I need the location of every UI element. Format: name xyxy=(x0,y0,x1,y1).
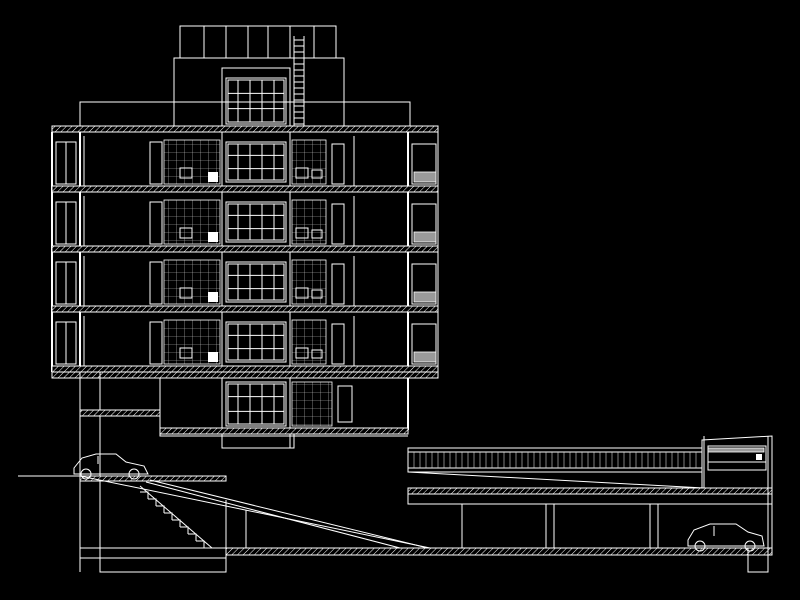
rooftop-penthouse xyxy=(173,25,345,129)
central-window xyxy=(225,261,287,303)
ground-floor-window xyxy=(225,381,287,427)
floor-level xyxy=(51,196,439,253)
central-window xyxy=(225,201,287,243)
roof-parapets xyxy=(51,101,439,133)
floor-level xyxy=(51,316,439,373)
car-lower xyxy=(687,523,765,552)
penthouse-window xyxy=(225,77,287,125)
central-window xyxy=(225,141,287,183)
building-envelope xyxy=(51,132,439,448)
basement-stairs xyxy=(139,485,213,549)
garage-ramp xyxy=(79,475,437,551)
canopy-slats xyxy=(413,452,697,468)
floor-level xyxy=(51,256,439,313)
floor-level xyxy=(51,136,439,193)
underground-garage xyxy=(225,436,773,573)
ground-floor xyxy=(51,371,439,449)
car-upper xyxy=(73,453,149,480)
central-window xyxy=(225,321,287,363)
ladder-rungs xyxy=(294,39,304,125)
ground-floor-window-grid xyxy=(225,381,287,427)
garage-canopy xyxy=(407,435,773,489)
upper-floors xyxy=(51,136,439,373)
